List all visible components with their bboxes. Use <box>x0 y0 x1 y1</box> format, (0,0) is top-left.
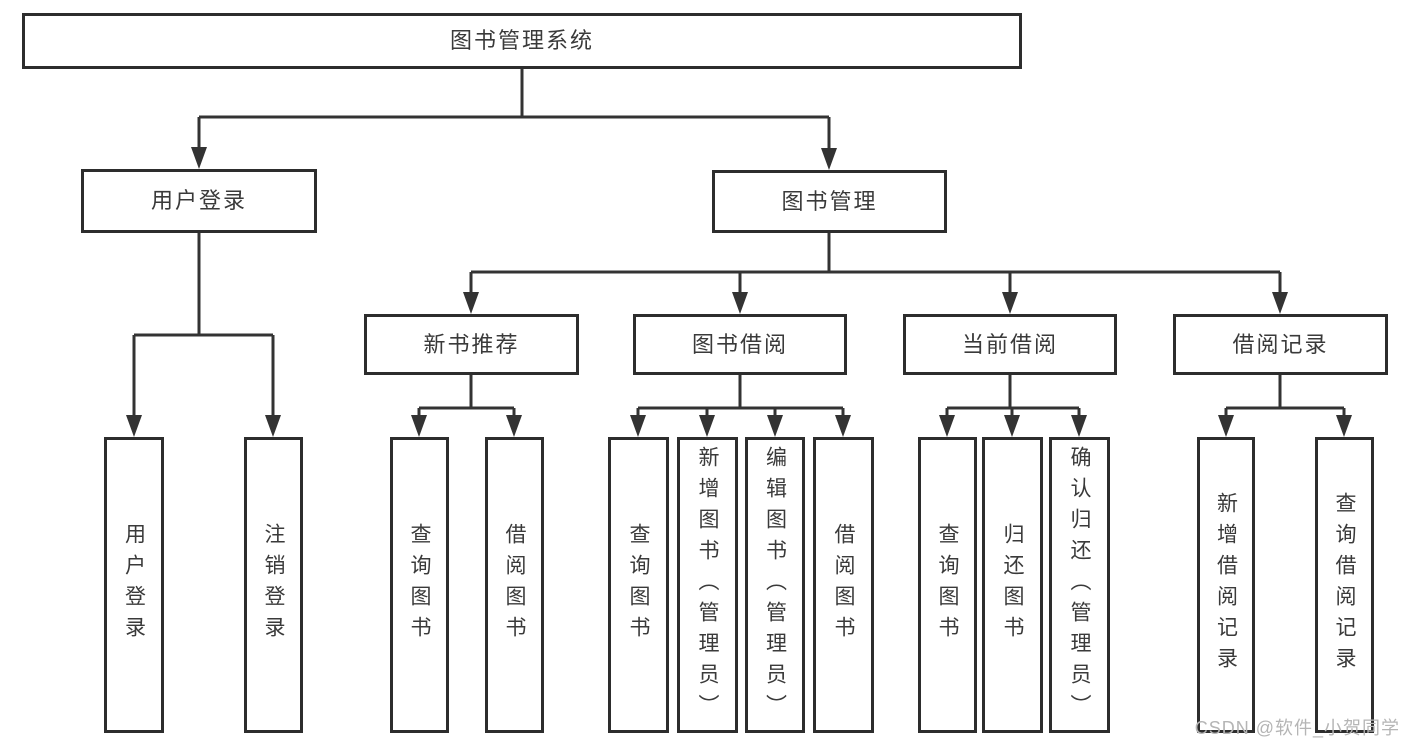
node-library-management-system: 图书管理系统 <box>22 13 1022 69</box>
node-user-login-module: 用户登录 <box>81 169 317 233</box>
leaf-user-login: 用户登录 <box>104 437 164 733</box>
leaf-query-books-current: 查询图书 <box>918 437 977 733</box>
tree-edges <box>132 69 1346 418</box>
arrowhead-icons <box>126 147 1352 437</box>
leaf-edit-books-admin: 编辑图书（管理员） <box>745 437 805 733</box>
leaf-add-borrow-record: 新增借阅记录 <box>1197 437 1255 733</box>
node-book-management-module: 图书管理 <box>712 170 947 233</box>
leaf-query-books-recommend: 查询图书 <box>390 437 449 733</box>
leaf-return-books: 归还图书 <box>982 437 1043 733</box>
node-new-book-recommendation: 新书推荐 <box>364 314 579 375</box>
node-book-borrowing: 图书借阅 <box>633 314 847 375</box>
leaf-query-books-borrow: 查询图书 <box>608 437 669 733</box>
node-borrowing-records: 借阅记录 <box>1173 314 1388 375</box>
leaf-confirm-return-admin: 确认归还（管理员） <box>1049 437 1110 733</box>
leaf-add-books-admin: 新增图书（管理员） <box>677 437 738 733</box>
leaf-borrow-books: 借阅图书 <box>813 437 874 733</box>
leaf-logout: 注销登录 <box>244 437 303 733</box>
node-current-borrowing: 当前借阅 <box>903 314 1117 375</box>
leaf-borrow-books-recommend: 借阅图书 <box>485 437 544 733</box>
leaf-query-borrow-record: 查询借阅记录 <box>1315 437 1374 733</box>
watermark: CSDN @软件_小贺同学 <box>1194 718 1400 738</box>
